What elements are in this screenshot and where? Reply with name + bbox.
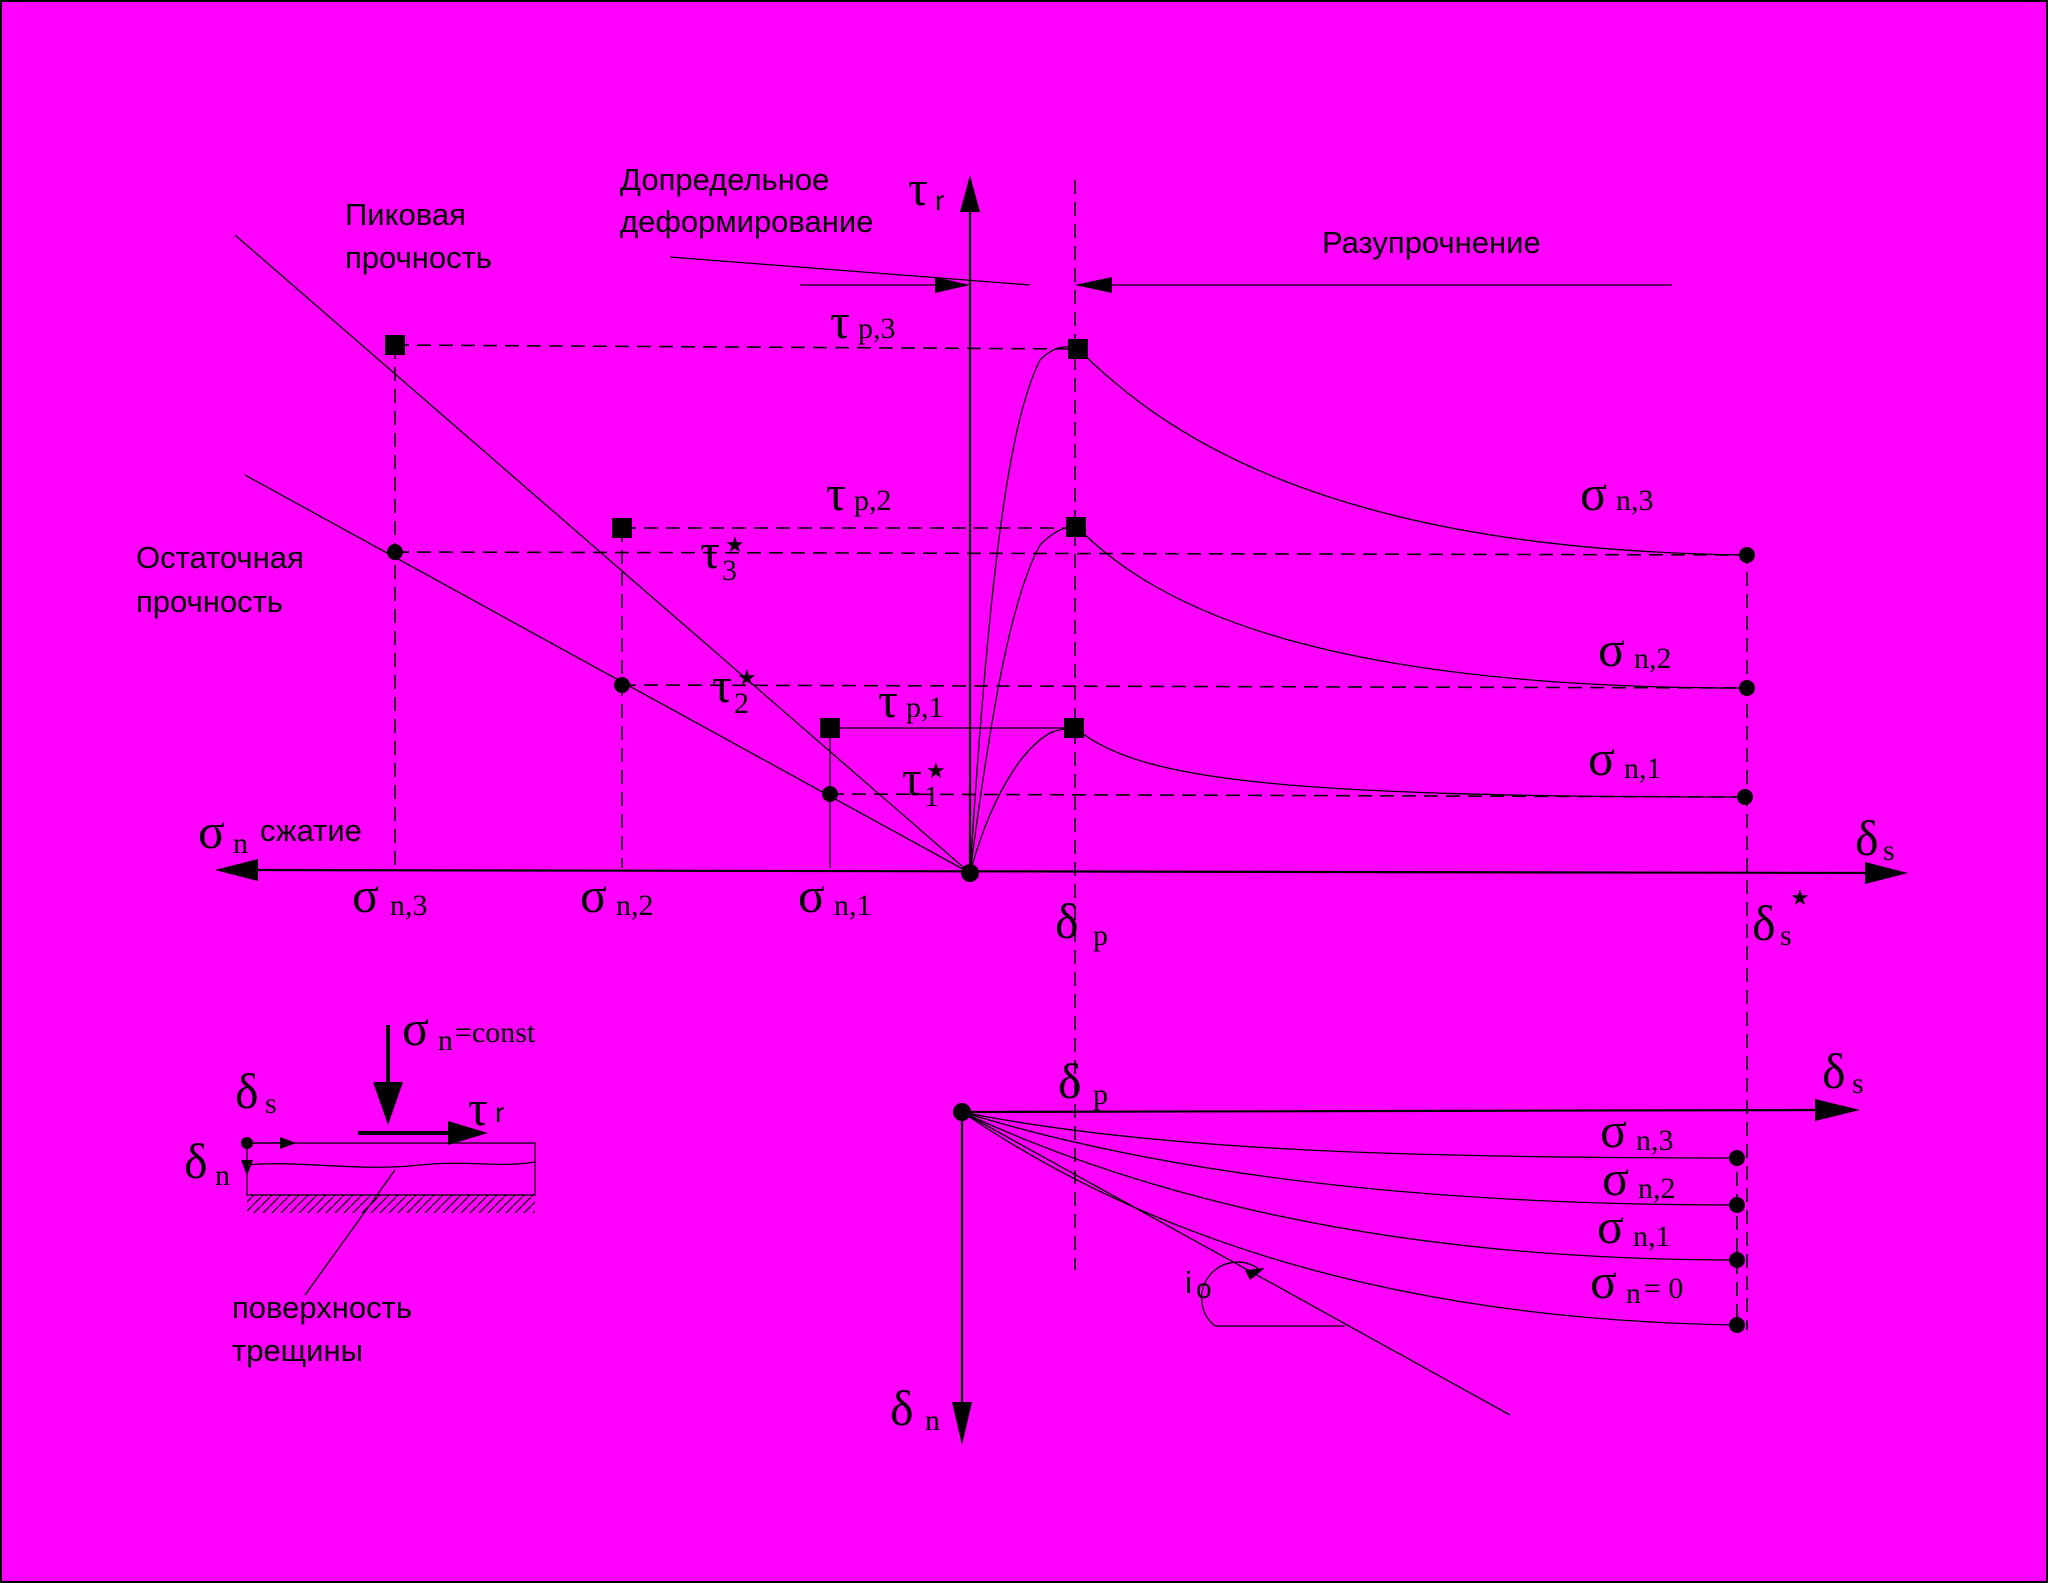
horizontal-axis — [249, 868, 1881, 875]
specimen-reference-point — [241, 1137, 253, 1149]
tau-r-axis-arrow — [960, 175, 980, 212]
dilation-curve-n0 — [961, 1111, 1738, 1326]
residual-end-n1 — [1737, 789, 1753, 805]
crack-surface-label-1: поверхность — [232, 1290, 412, 1325]
upper-labels: Допредельное деформирование Разупрочнени… — [136, 160, 1895, 952]
residual-end-n2 — [1739, 680, 1755, 696]
peak-marker-n1-right — [1064, 718, 1084, 738]
residual-marker-n1 — [822, 786, 838, 802]
level-projections — [394, 344, 1748, 798]
dilation-delta-n-arrow — [952, 1402, 972, 1445]
peak-strength-label-1: Пиковая — [345, 197, 466, 232]
peak-marker-n2-right — [1066, 517, 1086, 537]
dilation-angle-arc — [1200, 1261, 1261, 1327]
dilation-curve-n2 — [961, 1111, 1738, 1206]
region-markers — [669, 256, 1672, 293]
pre-peak-label-1: Допредельное — [620, 162, 829, 197]
delta-s-local-arrowhead — [280, 1137, 296, 1149]
dilation-end-n3 — [1729, 1150, 1745, 1166]
residual-marker-n3 — [387, 544, 403, 560]
residual-strength-label-1: Остаточная — [136, 540, 304, 575]
peak-marker-n3-left — [385, 335, 405, 355]
dilation-delta-s-arrow — [1815, 1099, 1860, 1121]
shear-stress-arrowhead — [448, 1121, 488, 1145]
sigma-n-axis-arrow — [215, 859, 258, 881]
softening-label: Разупрочнение — [1322, 225, 1541, 260]
crack-surface-label-2: трещины — [232, 1333, 363, 1368]
pre-peak-label-2: деформирование — [620, 204, 873, 239]
dilation-curve-n3 — [961, 1111, 1738, 1159]
data-markers — [385, 335, 1755, 882]
peak-strength-label-2: прочность — [345, 240, 492, 275]
peak-marker-n3-right — [1068, 339, 1088, 359]
tau-3-star-level — [394, 551, 1748, 556]
peak-marker-n2-left — [612, 518, 632, 538]
normal-stress-arrowhead — [373, 1082, 403, 1125]
dilation-curve-n1 — [961, 1111, 1738, 1261]
origin-marker — [961, 864, 979, 882]
crack-surface-line — [246, 1161, 536, 1168]
dilation-origin — [953, 1103, 971, 1121]
softening-arrowhead — [1075, 277, 1112, 293]
residual-end-n3 — [1739, 547, 1755, 563]
dilation-angle-line — [961, 1111, 1511, 1416]
tau-p3-level — [394, 344, 1076, 350]
peak-strength-line — [234, 234, 971, 874]
dilation-end-n1 — [1729, 1252, 1745, 1268]
dilation-end-n0 — [1729, 1317, 1745, 1333]
pre-peak-arrowhead — [935, 277, 970, 293]
specimen-hatched-base — [247, 1195, 535, 1213]
peak-marker-n1-left — [820, 718, 840, 738]
residual-marker-n2 — [614, 677, 630, 693]
curve-sigma-n1 — [969, 728, 1746, 874]
dilation-angle-arrow — [1245, 1268, 1265, 1280]
delta-s-axis-arrow — [1865, 862, 1908, 884]
tau-1-star-label: τ1★ — [902, 750, 946, 813]
residual-strength-line — [244, 474, 971, 874]
pre-peak-leader — [669, 256, 1031, 286]
tau-2-star-label: τ2★ — [712, 657, 757, 720]
delta-n-local-arrowhead — [241, 1160, 253, 1176]
crack-surface-leader — [304, 1169, 396, 1296]
main-axes — [215, 175, 1908, 1330]
dilation-end-n2 — [1729, 1197, 1745, 1213]
dilation-delta-s-axis — [961, 1108, 1831, 1114]
residual-strength-label-2: прочность — [136, 584, 283, 619]
tau-2-star-level — [621, 684, 1748, 689]
tau-3-star-label: τ3★ — [700, 523, 745, 587]
